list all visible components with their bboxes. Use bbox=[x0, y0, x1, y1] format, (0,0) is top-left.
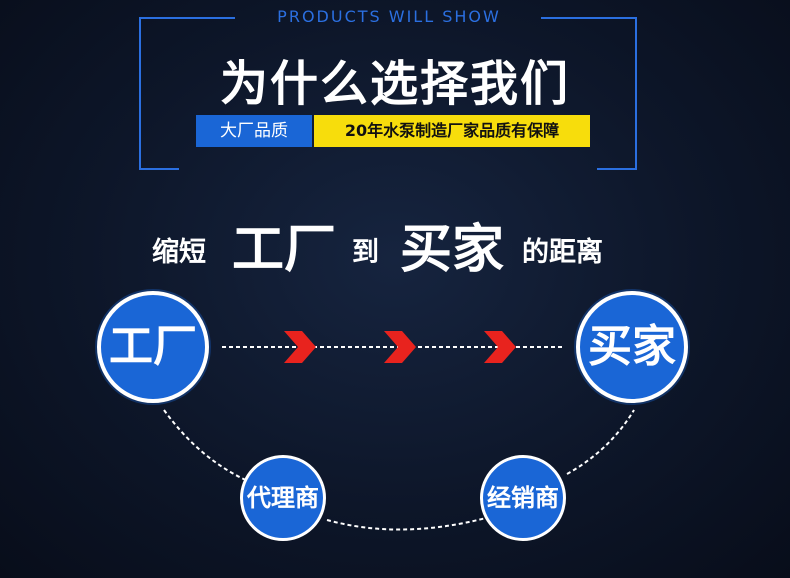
quality-tagline: 20年水泵制造厂家品质有保障 bbox=[314, 115, 590, 147]
headline-part-buyer: 买家 bbox=[400, 220, 505, 280]
headline-part-to: 到 bbox=[352, 237, 379, 268]
factory-agent-curve bbox=[163, 409, 251, 483]
frame-bottom-left-border bbox=[139, 168, 179, 170]
buyer-node: 买家 bbox=[576, 291, 688, 403]
chevron-right-icon bbox=[284, 331, 316, 363]
distributor-node: 经销商 bbox=[480, 455, 566, 541]
chevron-right-icon bbox=[384, 331, 416, 363]
headline-part-factory: 工厂 bbox=[232, 220, 337, 280]
quality-badge: 大厂品质 bbox=[196, 115, 312, 147]
distributor-buyer-curve bbox=[566, 409, 635, 475]
headline-part-distance: 的距离 bbox=[522, 237, 603, 268]
agent-node: 代理商 bbox=[240, 455, 326, 541]
headline-part-shorten: 缩短 bbox=[152, 237, 206, 268]
eyebrow-text: PRODUCTS WILL SHOW bbox=[277, 7, 501, 26]
page-title: 为什么选择我们 bbox=[219, 56, 570, 112]
frame-left-border bbox=[139, 17, 141, 170]
frame-right-border bbox=[635, 17, 637, 170]
agent-distributor-curve bbox=[326, 517, 487, 531]
headline: 缩短 工厂 到 买家 的距离 bbox=[0, 205, 790, 280]
chevron-right-icon bbox=[484, 331, 516, 363]
factory-node: 工厂 bbox=[97, 291, 209, 403]
frame-bottom-right-border bbox=[597, 168, 637, 170]
